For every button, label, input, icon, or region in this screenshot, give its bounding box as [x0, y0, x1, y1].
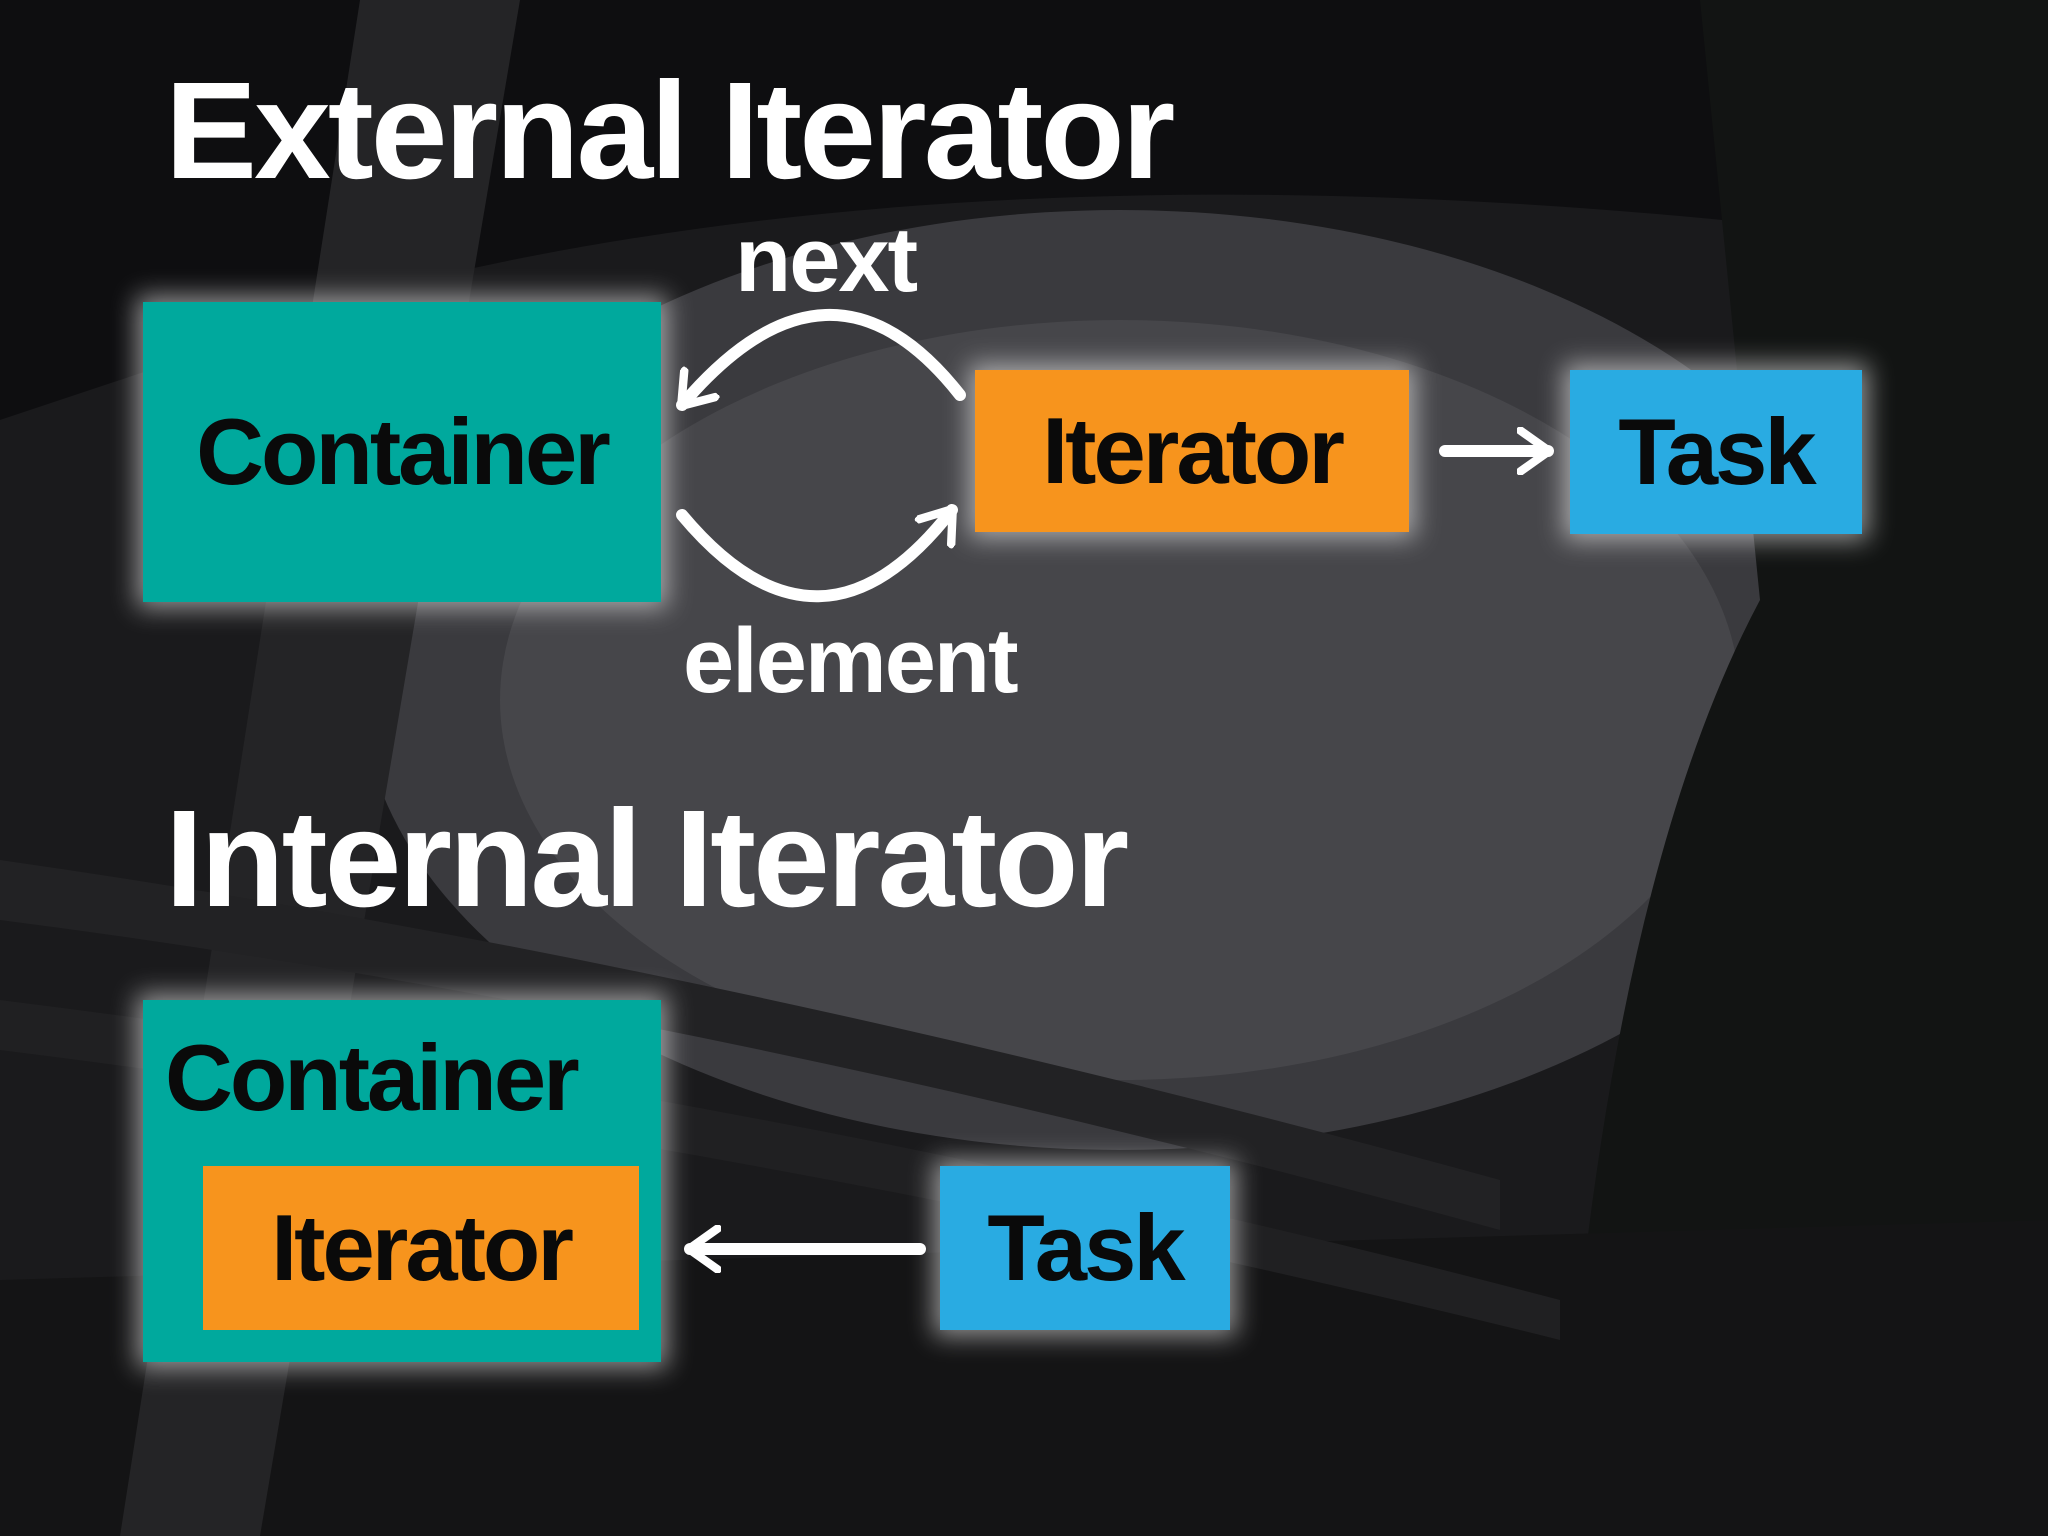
internal-container-label: Container	[165, 1025, 580, 1130]
internal-task-box: Task	[940, 1166, 1230, 1330]
external-task-box: Task	[1570, 370, 1862, 534]
element-arrow	[676, 504, 958, 603]
external-iterator-heading: External Iterator	[165, 54, 1175, 208]
internal-iterator-heading: Internal Iterator	[165, 782, 1129, 936]
next-label: next	[735, 209, 918, 311]
external-container-box: Container	[143, 302, 661, 602]
element-label: element	[683, 610, 1019, 712]
next-arrow	[676, 309, 966, 411]
external-iterator-box: Iterator	[975, 370, 1409, 532]
internal-iterator-box: Iterator	[203, 1166, 639, 1330]
